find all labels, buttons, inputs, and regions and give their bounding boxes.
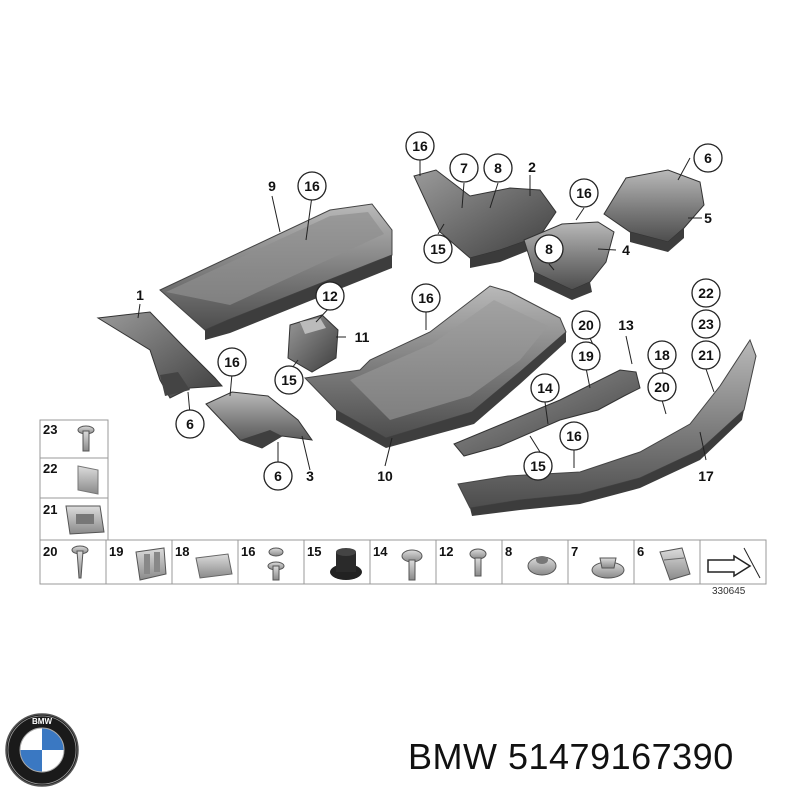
hex-bolt-icon — [401, 549, 423, 581]
callout-16-bracket2: 16 — [412, 138, 428, 154]
callout-19: 19 — [578, 348, 594, 364]
document-number: 330645 — [712, 586, 746, 597]
legend-cell-16 — [237, 539, 305, 585]
legend-cell-6 — [633, 539, 701, 585]
callout-15-upper: 15 — [430, 241, 446, 257]
screw-washer-icon — [469, 548, 487, 577]
part-3-bracket — [205, 391, 314, 449]
callout-15-middle: 15 — [281, 372, 297, 388]
callout-6-bracket3: 6 — [274, 468, 282, 484]
legend-num-16: 16 — [241, 544, 255, 559]
callout-16-panel9: 16 — [304, 178, 320, 194]
logo-letters: BMW — [32, 717, 52, 726]
pad-icon — [77, 465, 99, 495]
self-tapping-screw-icon — [71, 545, 89, 579]
legend-num-19: 19 — [109, 544, 123, 559]
callout-16-panel10: 16 — [418, 290, 434, 306]
callout-8-upper: 8 — [494, 160, 502, 176]
legend-cell-12 — [435, 539, 503, 585]
callout-8-lower: 8 — [545, 241, 553, 257]
legend-num-23: 23 — [43, 422, 57, 437]
part-17-rear-trim — [457, 338, 757, 516]
callout-18: 18 — [654, 347, 670, 363]
callout-circles — [175, 131, 723, 491]
callout-numbers: 16 16 7 8 6 16 15 8 12 15 16 16 6 6 20 1… — [186, 138, 714, 484]
callout-12: 12 — [322, 288, 338, 304]
spring-clip-icon — [659, 547, 691, 581]
callout-23: 23 — [698, 316, 714, 332]
legend-num-8: 8 — [505, 544, 512, 559]
arrow-icon — [707, 547, 761, 579]
label-2: 2 — [528, 159, 536, 175]
legend-num-20: 20 — [43, 544, 57, 559]
callout-7: 7 — [460, 160, 468, 176]
bmw-logo-icon: BMW — [5, 713, 79, 787]
legend-num-22: 22 — [43, 461, 57, 476]
label-13: 13 — [618, 317, 634, 333]
plate-icon — [195, 553, 233, 579]
part-1-left-bracket — [96, 311, 224, 399]
callout-16-trim: 16 — [566, 428, 582, 444]
legend-num-18: 18 — [175, 544, 189, 559]
callout-15-lower: 15 — [530, 458, 546, 474]
callout-16-bracket4: 16 — [576, 185, 592, 201]
label-5: 5 — [704, 210, 712, 226]
screw-icon — [77, 425, 95, 452]
callout-16-bracket3: 16 — [224, 354, 240, 370]
fastener-legend: 23 22 21 20 19 18 16 15 14 12 8 7 6 — [39, 419, 767, 585]
callout-21: 21 — [698, 347, 714, 363]
callout-6-left: 6 — [186, 416, 194, 432]
callout-6-upper: 6 — [704, 150, 712, 166]
expansion-rivet-icon — [135, 547, 167, 581]
part-10-centre-panel — [303, 285, 567, 448]
callout-20-crossbar: 20 — [578, 317, 594, 333]
legend-cell-14 — [369, 539, 437, 585]
legend-cell-23 — [39, 419, 109, 459]
brand-part-number: BMW 51479167390 — [408, 736, 734, 777]
clip-icon — [65, 505, 105, 535]
label-10: 10 — [377, 468, 393, 484]
label-17: 17 — [698, 468, 714, 484]
legend-num-15: 15 — [307, 544, 321, 559]
label-3: 3 — [306, 468, 314, 484]
callout-22: 22 — [698, 285, 714, 301]
legend-num-14: 14 — [373, 544, 388, 559]
brand-row: BMW BMW 51479167390 — [0, 700, 800, 800]
legend-num-21: 21 — [43, 502, 57, 517]
label-11: 11 — [355, 329, 370, 345]
nut-icon — [527, 556, 557, 576]
legend-num-7: 7 — [571, 544, 578, 559]
part-5-bracket — [603, 169, 705, 252]
push-pin-icon — [267, 547, 285, 581]
label-9: 9 — [268, 178, 276, 194]
legend-num-6: 6 — [637, 544, 644, 559]
legend-num-12: 12 — [439, 544, 453, 559]
label-4: 4 — [622, 242, 630, 258]
flange-nut-icon — [591, 557, 625, 579]
grommet-icon — [330, 548, 362, 580]
part-9-underbody-panel — [159, 203, 393, 340]
label-1: 1 — [136, 287, 144, 303]
callout-14: 14 — [537, 380, 553, 396]
part-2-upper-bracket — [413, 169, 557, 268]
plain-part-numbers: 9 2 5 4 1 11 13 3 10 17 — [136, 159, 714, 484]
callout-20-trim: 20 — [654, 379, 670, 395]
